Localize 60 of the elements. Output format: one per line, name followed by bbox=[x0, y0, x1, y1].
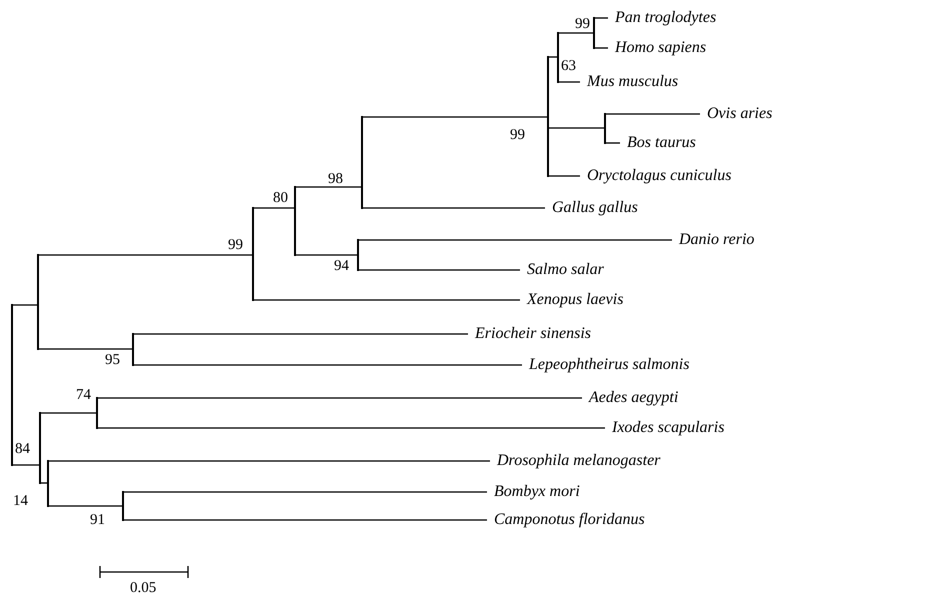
species-label: Lepeophtheirus salmonis bbox=[522, 356, 690, 374]
bootstrap-value: 94 bbox=[334, 258, 349, 274]
tree-branch bbox=[558, 81, 580, 83]
species-label: Pan troglodytes bbox=[608, 9, 716, 27]
bootstrap-value: 99 bbox=[228, 237, 243, 253]
scale-value: 0.05 bbox=[130, 580, 156, 596]
tree-branch bbox=[253, 299, 520, 301]
species-label: Mus musculus bbox=[580, 73, 678, 91]
species-label: Eriocheir sinensis bbox=[468, 325, 591, 343]
bootstrap-value: 74 bbox=[76, 387, 91, 403]
bootstrap-value: 99 bbox=[510, 127, 525, 143]
bootstrap-value: 80 bbox=[273, 190, 288, 206]
tree-branch bbox=[548, 175, 580, 177]
bootstrap-value: 63 bbox=[561, 58, 576, 74]
species-label: Homo sapiens bbox=[608, 39, 706, 57]
species-label: Ovis aries bbox=[700, 105, 772, 123]
tree-branch bbox=[123, 491, 487, 493]
tree-branch bbox=[605, 142, 620, 144]
tree-branch bbox=[97, 427, 605, 429]
bootstrap-value: 99 bbox=[575, 16, 590, 32]
species-label: Camponotus floridanus bbox=[487, 511, 645, 529]
tree-branch bbox=[362, 116, 548, 118]
tree-branch bbox=[12, 464, 40, 466]
tree-branch bbox=[362, 207, 545, 209]
tree-branch bbox=[558, 32, 594, 34]
species-label: Oryctolagus cuniculus bbox=[580, 167, 732, 185]
species-label: Gallus gallus bbox=[545, 199, 638, 217]
tree-branch bbox=[38, 254, 253, 256]
bootstrap-value: 14 bbox=[13, 493, 28, 509]
bootstrap-value: 95 bbox=[105, 352, 120, 368]
species-label: Danio rerio bbox=[672, 231, 754, 249]
tree-branch bbox=[295, 186, 362, 188]
species-label: Ixodes scapularis bbox=[605, 419, 724, 437]
tree-branch bbox=[38, 348, 133, 350]
tree-branch bbox=[97, 397, 582, 399]
tree-branch bbox=[48, 505, 123, 507]
tree-branch bbox=[295, 254, 358, 256]
species-label: Aedes aegypti bbox=[582, 389, 678, 407]
tree-branch bbox=[358, 239, 672, 241]
tree-branch bbox=[253, 207, 295, 209]
species-label: Salmo salar bbox=[520, 261, 604, 279]
tree-branch bbox=[133, 333, 468, 335]
species-label: Bombyx mori bbox=[487, 483, 580, 501]
species-label: Bos taurus bbox=[620, 134, 696, 152]
species-label: Drosophila melanogaster bbox=[490, 452, 660, 470]
tree-branch bbox=[12, 304, 38, 306]
tree-branch bbox=[605, 113, 700, 115]
tree-branch bbox=[594, 47, 608, 49]
bootstrap-value: 84 bbox=[15, 441, 30, 457]
tree-branch bbox=[548, 56, 558, 58]
species-label: Xenopus laevis bbox=[520, 291, 624, 309]
tree-branch bbox=[133, 364, 522, 366]
tree-branch bbox=[40, 412, 97, 414]
bootstrap-value: 91 bbox=[90, 512, 105, 528]
tree-branch bbox=[548, 127, 605, 129]
tree-branch bbox=[358, 269, 520, 271]
tree-branch bbox=[48, 460, 490, 462]
bootstrap-value: 98 bbox=[328, 171, 343, 187]
tree-branch bbox=[123, 519, 487, 521]
tree-branch bbox=[594, 17, 608, 19]
